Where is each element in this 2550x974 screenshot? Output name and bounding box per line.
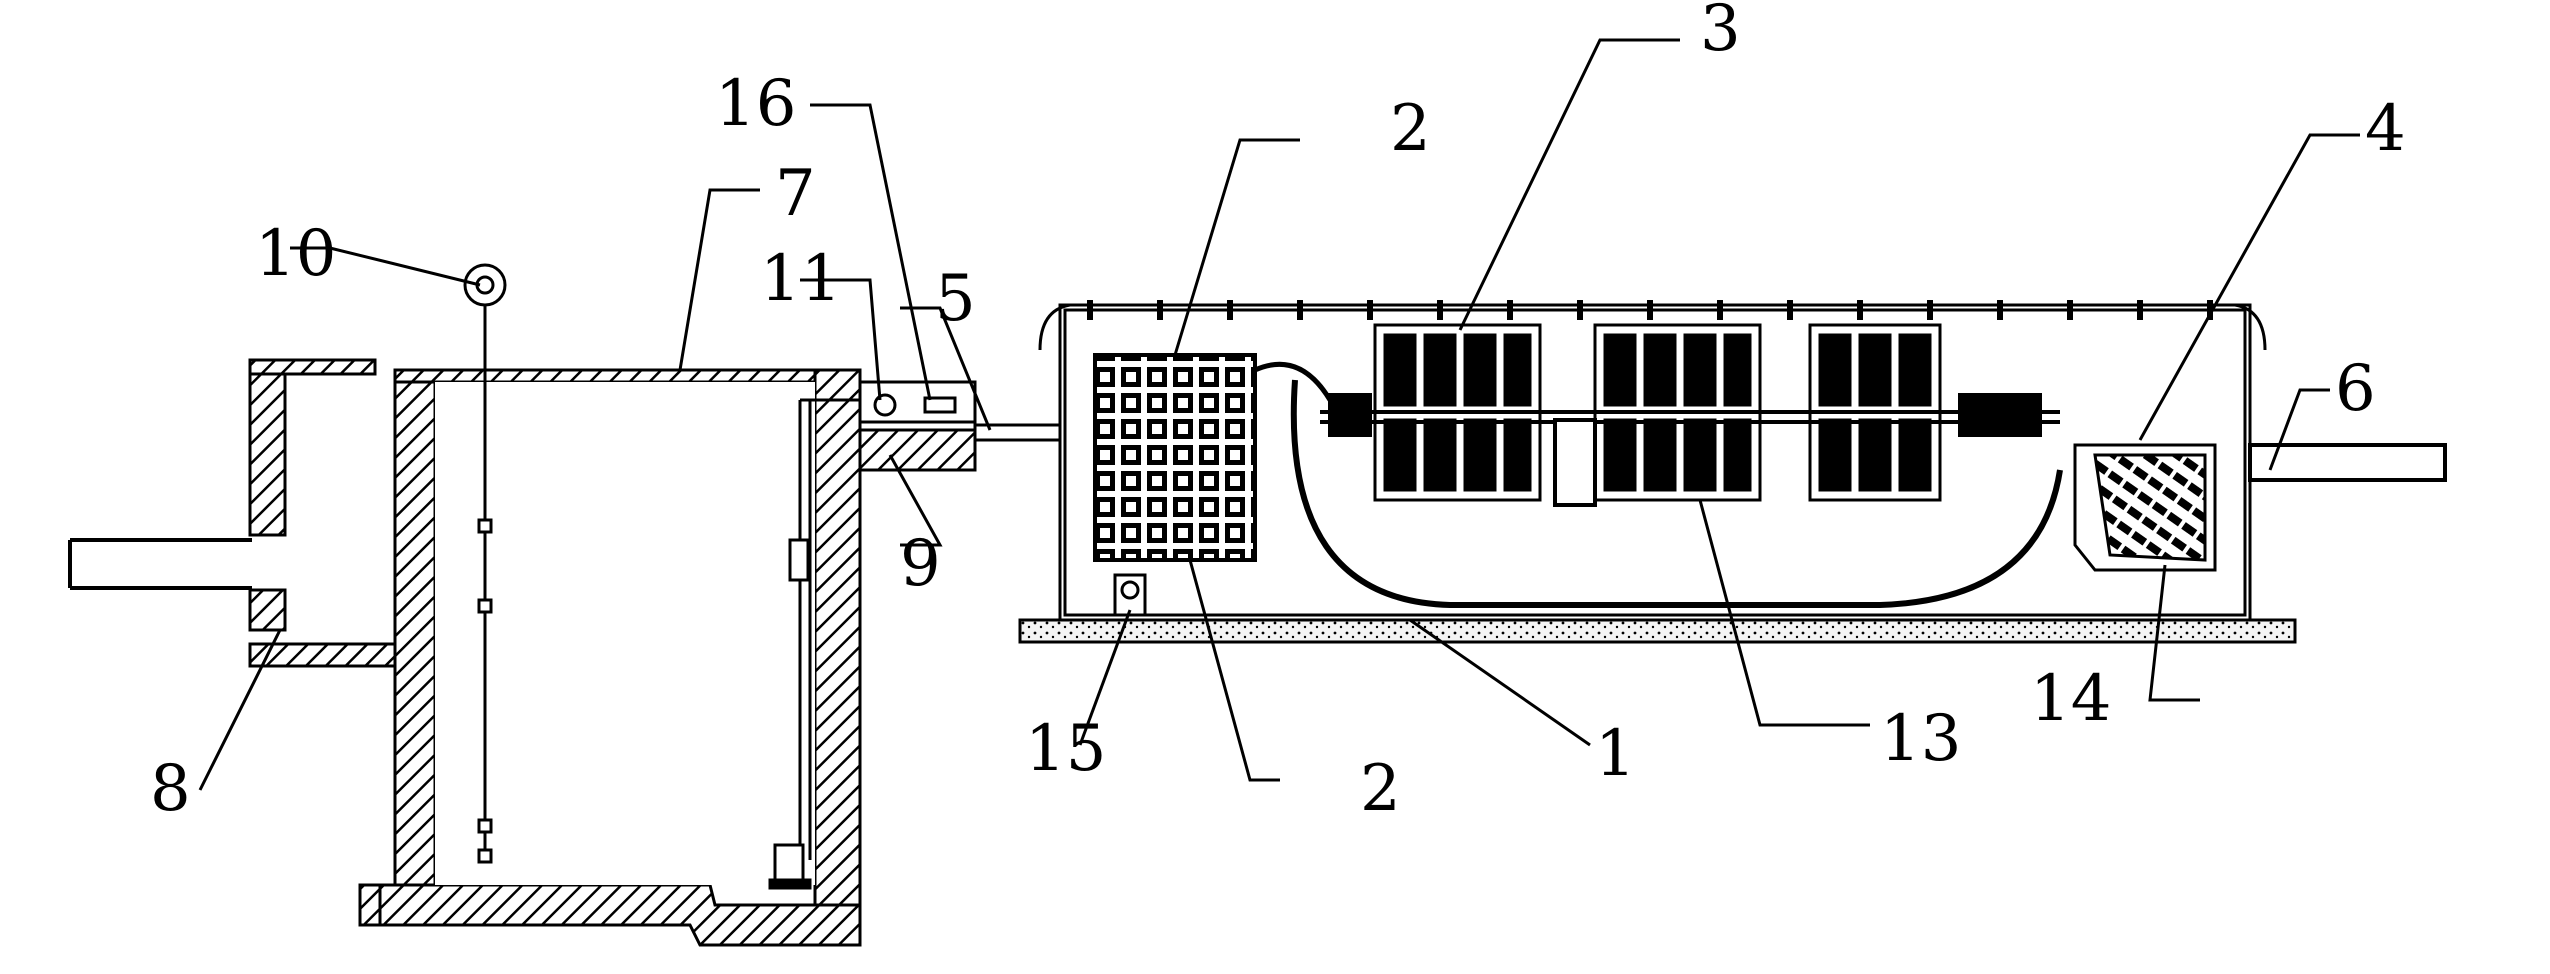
- callout-14: 14: [2030, 662, 2111, 736]
- outlet-pipe: [2248, 443, 2447, 482]
- callout-1: 1: [1595, 717, 1636, 791]
- grid-screen: [1093, 353, 1257, 562]
- level-gauge: [463, 263, 507, 864]
- right-equipment: [973, 300, 2447, 644]
- callout-3: 3: [1700, 0, 1741, 66]
- return-hose: [1290, 379, 2063, 608]
- drive-shaft: [1320, 393, 2060, 507]
- inlet-chamber: [248, 358, 417, 668]
- callout-9: 9: [900, 527, 941, 601]
- tank-interior: [435, 382, 815, 885]
- small-pump: [1113, 573, 1147, 617]
- feed-pipe: [973, 423, 1062, 442]
- callout-11: 11: [760, 242, 841, 316]
- lift-pump: [768, 398, 860, 890]
- callout-15: 15: [1025, 712, 1106, 786]
- collection-tank: [358, 368, 862, 947]
- callout-4: 4: [2365, 92, 2406, 166]
- callout-2-upper: 2: [1390, 92, 1431, 166]
- callout-8: 8: [150, 752, 191, 826]
- inlet-pipe: [68, 538, 252, 590]
- callout-labels: 1 2 3 4 5 6 7 8 9 10 11 2 13 14 15 16: [150, 0, 2406, 826]
- leader-lines: [198, 38, 2360, 791]
- callout-6: 6: [2335, 352, 2376, 426]
- callout-13: 13: [1880, 702, 1961, 776]
- callout-2: 2: [1360, 752, 1401, 826]
- callout-16: 16: [715, 67, 796, 141]
- sludge-hopper: [2073, 443, 2217, 572]
- left-structure: [68, 263, 1060, 947]
- callout-10: 10: [255, 217, 336, 291]
- callout-5: 5: [935, 262, 976, 336]
- callout-7: 7: [775, 157, 816, 231]
